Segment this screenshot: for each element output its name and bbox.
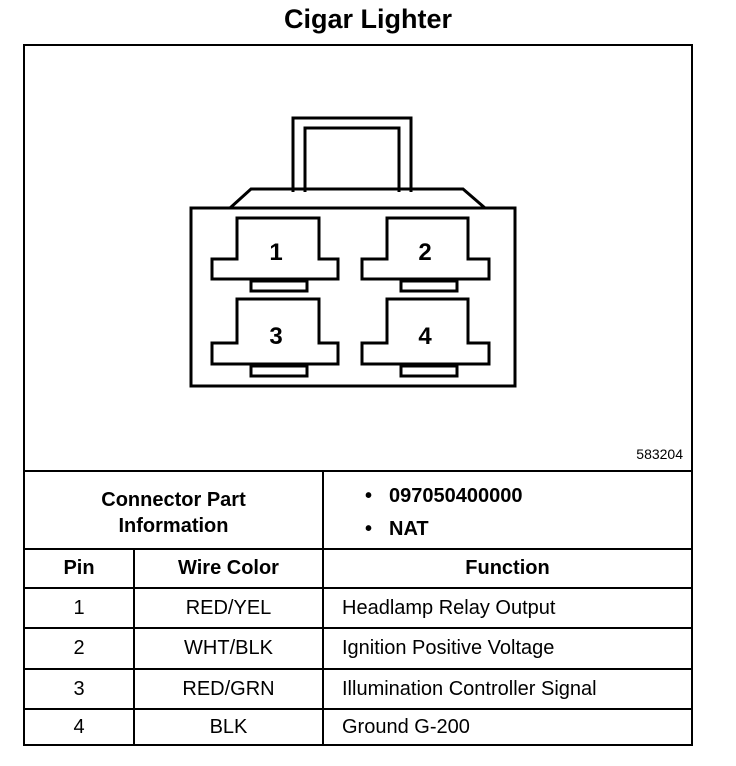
pin-cavity-3-tab: [249, 364, 309, 378]
pin-cavity-1-tab: [249, 279, 309, 293]
table-row-1-pin: 1: [73, 596, 85, 619]
part-supplier-text: NAT: [389, 518, 429, 540]
divider-diagram: [25, 470, 691, 472]
connector-chart: 1 2 3 4 583204 Connector Part Informatio…: [23, 44, 693, 746]
figure-number: 583204: [636, 446, 683, 462]
table-row-4-function: Ground G-200: [342, 715, 470, 738]
table-row-4-pin: 4: [73, 715, 85, 738]
table-row-1-wire-color: RED/YEL: [185, 596, 272, 619]
pin-cavity-1: [210, 216, 340, 281]
table-row-3-function: Illumination Controller Signal: [342, 677, 597, 700]
table-row-4-wire-color: BLK: [209, 715, 248, 738]
pin-cavity-2: [360, 216, 491, 281]
table-row-1-function: Headlamp Relay Output: [342, 596, 556, 619]
header-pin: Pin: [63, 557, 95, 579]
divider-row-3: [25, 708, 691, 710]
divider-header: [25, 587, 691, 589]
bullet-icon: •: [365, 518, 373, 540]
connector-part-info-label: Connector Part Information: [25, 476, 322, 550]
table-row-2-function: Ignition Positive Voltage: [342, 637, 555, 659]
connector-part-info-line1: Connector Part: [101, 489, 246, 511]
table-row-2-pin: 2: [73, 637, 85, 659]
divider-pin-column: [133, 550, 135, 744]
divider-row-2: [25, 668, 691, 670]
header-function: Function: [465, 557, 550, 579]
table-row-3-wire-color: RED/GRN: [182, 677, 275, 700]
part-number-text: 097050400000: [389, 485, 523, 507]
pin-label-4: 4: [418, 323, 432, 350]
connector-drawing: 1 2 3 4: [189, 116, 517, 388]
pin-label-2: 2: [418, 239, 431, 266]
connector-part-info-line2: Information: [118, 515, 229, 537]
table-row-3-pin: 3: [73, 677, 85, 700]
header-wire-color: Wire Color: [178, 557, 279, 579]
pin-label-1: 1: [269, 239, 282, 266]
divider-function-column: [322, 472, 324, 744]
pin-cavity-3: [210, 297, 340, 366]
table-row-2-wire-color: WHT/BLK: [184, 637, 273, 659]
pin-label-3: 3: [269, 323, 282, 350]
connector-body: [189, 206, 517, 388]
connector-part-number: • 097050400000: [365, 480, 522, 513]
connector-part-info-values: • 097050400000 • NAT: [365, 480, 522, 546]
connector-part-supplier: • NAT: [365, 513, 522, 546]
pin-cavity-2-tab: [399, 279, 459, 293]
divider-row-1: [25, 627, 691, 629]
connector-latch-inner: [303, 126, 401, 192]
page-title: Cigar Lighter: [283, 4, 452, 34]
pin-cavity-4-tab: [399, 364, 459, 378]
divider-connector-info: [25, 548, 691, 550]
connector-shoulder: [226, 187, 490, 210]
pin-cavity-4: [360, 297, 491, 366]
bullet-icon: •: [365, 485, 373, 507]
connector-latch: [291, 116, 413, 192]
